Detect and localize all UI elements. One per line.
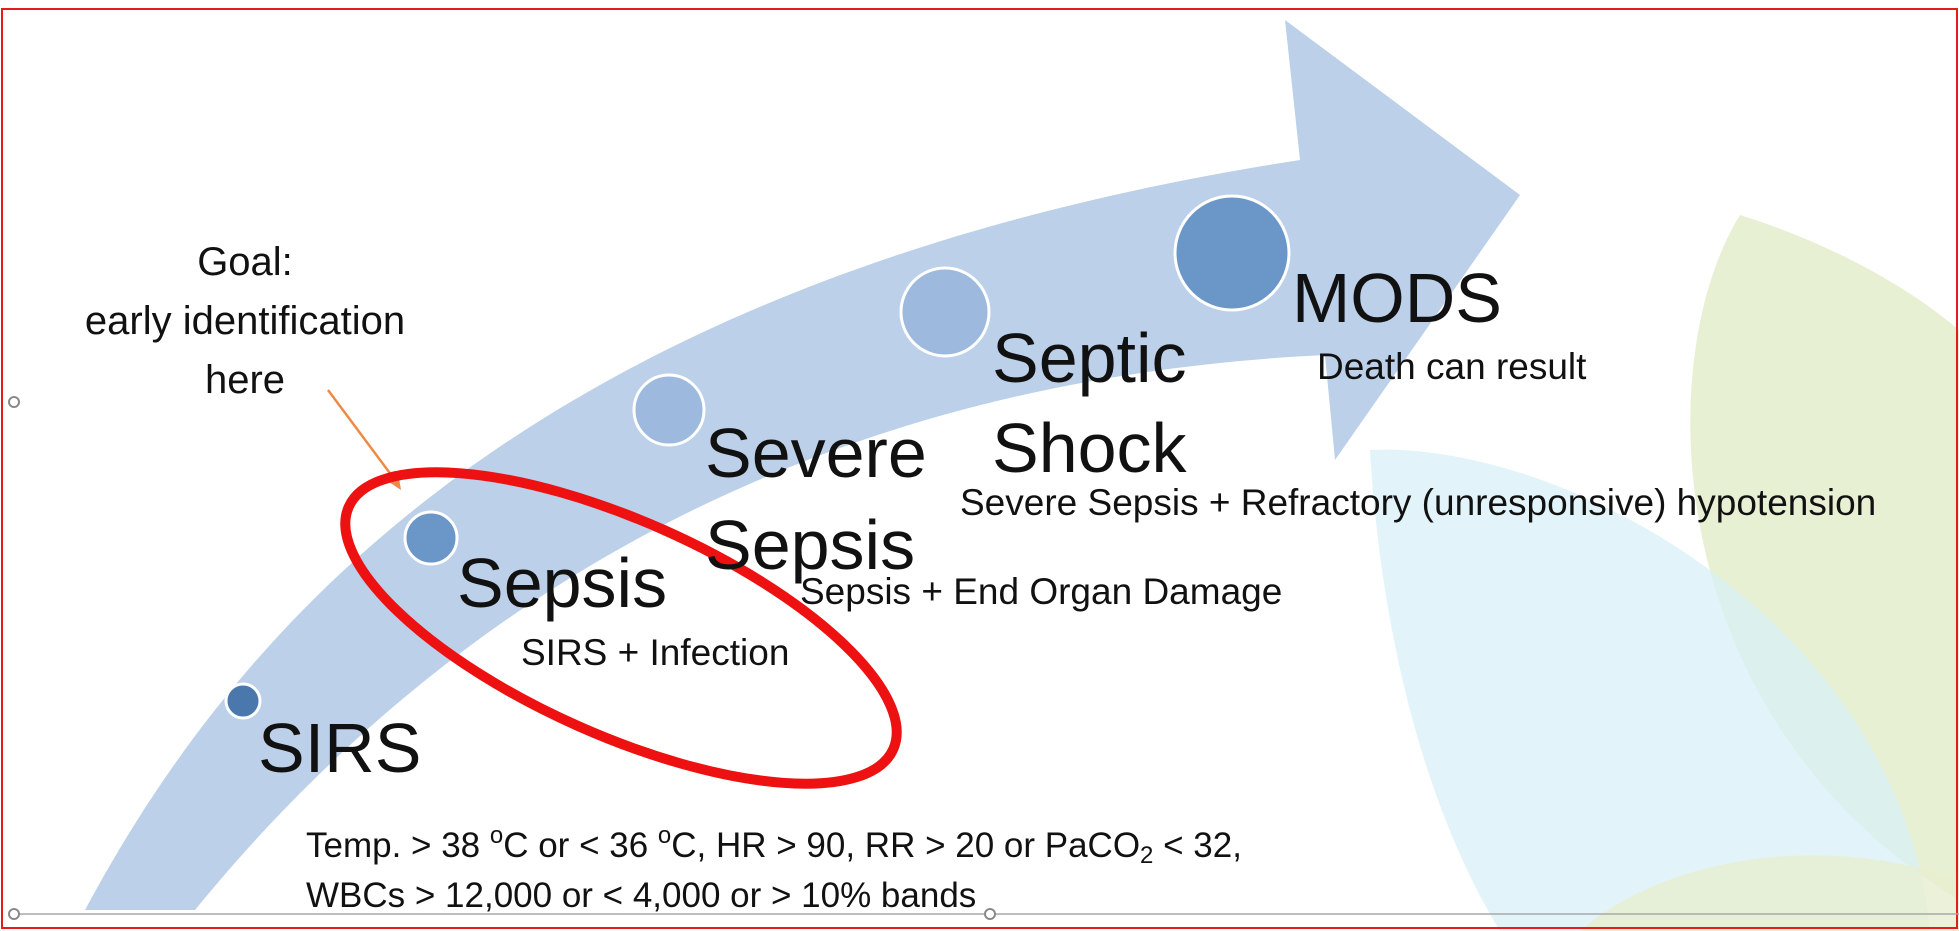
sirs-node <box>226 684 260 718</box>
criteria-text-2: C or < 36 <box>503 826 658 865</box>
sirs-criteria: Temp. > 38 oC or < 36 oC, HR > 90, RR > … <box>306 820 1242 920</box>
sirs-criteria-line-1: Temp. > 38 oC or < 36 oC, HR > 90, RR > … <box>306 820 1242 872</box>
degree-symbol-1: o <box>490 822 503 849</box>
sirs-criteria-line-2: WBCs > 12,000 or < 4,000 or > 10% bands <box>306 872 1242 919</box>
criteria-text-4: < 32, <box>1153 826 1242 865</box>
resize-handle-left[interactable] <box>8 396 20 408</box>
sepsis-subtitle: SIRS + Infection <box>521 634 789 671</box>
septic-shock-subtitle: Severe Sepsis + Refractory (unresponsive… <box>960 484 1876 521</box>
severe-sepsis-title-line-2: Sepsis <box>705 510 915 580</box>
goal-annotation: Goal: early identification here <box>35 233 455 411</box>
goal-line-1: Goal: <box>35 233 455 292</box>
goal-line-2: early identification <box>35 292 455 351</box>
sirs-title: SIRS <box>258 713 421 783</box>
degree-symbol-2: o <box>658 822 671 849</box>
criteria-text-1: Temp. > 38 <box>306 826 490 865</box>
sepsis-node <box>405 512 457 564</box>
mods-title: MODS <box>1292 263 1502 333</box>
sepsis-title: Sepsis <box>457 548 667 618</box>
severe-sepsis-node <box>634 375 704 445</box>
severe-sepsis-subtitle: Sepsis + End Organ Damage <box>800 573 1282 610</box>
criteria-text-3: C, HR > 90, RR > 20 or PaCO <box>671 826 1140 865</box>
severe-sepsis-title-line-1: Severe <box>705 418 927 488</box>
mods-subtitle: Death can result <box>1317 348 1586 385</box>
mods-node <box>1175 196 1289 310</box>
septic-shock-title-line-2: Shock <box>992 413 1187 483</box>
resize-handle-bottom-left[interactable] <box>8 908 20 920</box>
paco2-subscript: 2 <box>1140 842 1153 869</box>
septic-shock-title-line-1: Septic <box>992 323 1187 393</box>
septic-shock-node <box>901 268 989 356</box>
goal-line-3: here <box>35 351 455 410</box>
